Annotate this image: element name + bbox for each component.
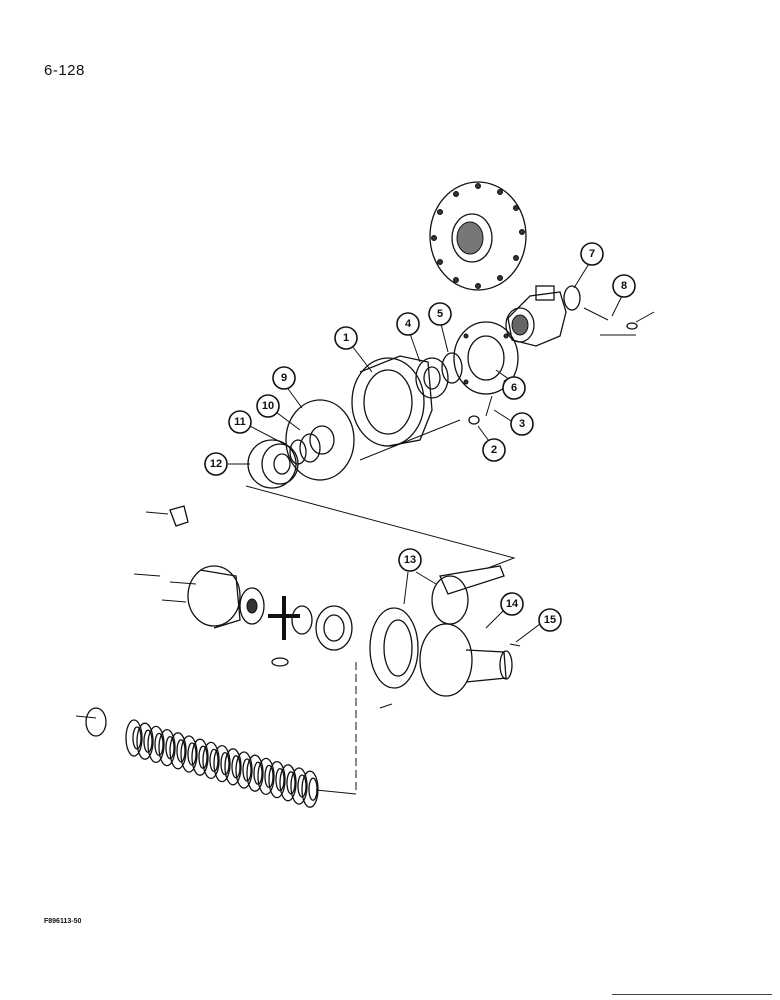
clutch-disc-bore xyxy=(165,735,175,760)
pinion-gear xyxy=(291,605,313,635)
clutch-disc-bore xyxy=(286,771,296,795)
callout-label: 4 xyxy=(405,318,412,330)
clutch-disc-bore xyxy=(231,755,241,779)
clutch-disc xyxy=(224,748,242,786)
figure-code: F896113-50 xyxy=(44,918,82,925)
shims xyxy=(289,433,321,465)
callout-label: 7 xyxy=(589,248,595,260)
clutch-disc xyxy=(279,764,297,802)
thrust-washer xyxy=(315,605,353,651)
side-gear xyxy=(239,587,265,625)
clutch-disc-bore xyxy=(209,748,219,773)
bearing-plate xyxy=(453,321,519,395)
callout-label: 9 xyxy=(281,372,287,384)
clutch-disc-bore xyxy=(308,777,318,801)
bearing-cone xyxy=(415,357,449,399)
clutch-disc xyxy=(246,754,264,792)
callout-12: 12 xyxy=(204,452,228,476)
callout-label: 12 xyxy=(210,458,222,470)
callout-13: 13 xyxy=(398,548,422,572)
clutch-disc xyxy=(169,732,187,770)
page-number: 6-128 xyxy=(44,62,85,79)
clutch-disc xyxy=(257,757,275,796)
drive-pinion xyxy=(431,565,505,625)
carrier-housing xyxy=(351,355,433,447)
clutch-disc xyxy=(191,738,209,776)
callout-6: 6 xyxy=(502,376,526,400)
clutch-disc-bore xyxy=(220,751,230,776)
clutch-disc xyxy=(290,767,308,805)
clutch-disc-bore xyxy=(264,764,274,789)
seal-ring xyxy=(441,352,463,384)
clutch-disc-bore xyxy=(176,739,186,763)
clutch-disc xyxy=(213,744,231,783)
callout-1: 1 xyxy=(334,326,358,350)
callout-3: 3 xyxy=(510,412,534,436)
clutch-disc xyxy=(158,728,176,767)
cover-plate xyxy=(285,399,355,481)
clutch-disc xyxy=(235,751,253,789)
clutch-disc-bore xyxy=(253,761,263,785)
callout-label: 15 xyxy=(544,614,556,626)
bottom-rule xyxy=(612,994,772,995)
clutch-disc xyxy=(180,735,198,773)
callout-label: 1 xyxy=(343,332,349,344)
clutch-disc xyxy=(147,725,165,764)
shaft-housing xyxy=(505,285,655,347)
callout-8: 8 xyxy=(612,274,636,298)
case-half xyxy=(379,623,521,709)
clutch-disc-bore xyxy=(187,742,197,766)
retainer-bracket xyxy=(145,505,189,527)
ring-gear xyxy=(369,607,419,689)
callout-label: 5 xyxy=(437,308,443,320)
clutch-disc-bore xyxy=(198,745,208,769)
callout-label: 13 xyxy=(404,554,416,566)
bolt-and-washer xyxy=(468,395,493,425)
clutch-disc-bore xyxy=(242,758,252,782)
differential-case xyxy=(133,565,241,629)
callout-7: 7 xyxy=(580,242,604,266)
clutch-disc-bore xyxy=(143,729,153,753)
clutch-disc xyxy=(202,741,220,780)
callout-5: 5 xyxy=(428,302,452,326)
callout-label: 3 xyxy=(519,418,525,430)
callout-label: 6 xyxy=(511,382,517,394)
spider-cross xyxy=(268,596,300,667)
clutch-disc-bore xyxy=(297,774,307,798)
clutch-disc-bore xyxy=(275,767,285,792)
callout-15: 15 xyxy=(538,608,562,632)
callout-9: 9 xyxy=(272,366,296,390)
callout-label: 2 xyxy=(491,444,497,456)
callout-4: 4 xyxy=(396,312,420,336)
callout-10: 10 xyxy=(256,394,280,418)
callout-2: 2 xyxy=(482,438,506,462)
clutch-disc xyxy=(268,760,286,799)
clutch-disc-pack xyxy=(75,662,357,808)
callout-14: 14 xyxy=(500,592,524,616)
clutch-disc xyxy=(125,719,143,757)
callout-11: 11 xyxy=(228,410,252,434)
callout-label: 11 xyxy=(234,416,246,428)
callout-label: 14 xyxy=(506,598,519,610)
callout-label: 8 xyxy=(621,280,627,292)
clutch-disc-bore xyxy=(132,726,142,750)
flange-plate xyxy=(429,181,527,291)
clutch-disc-bore xyxy=(154,732,164,757)
callout-label: 10 xyxy=(262,400,274,412)
clutch-disc xyxy=(136,722,154,760)
clutch-disc xyxy=(301,770,319,808)
